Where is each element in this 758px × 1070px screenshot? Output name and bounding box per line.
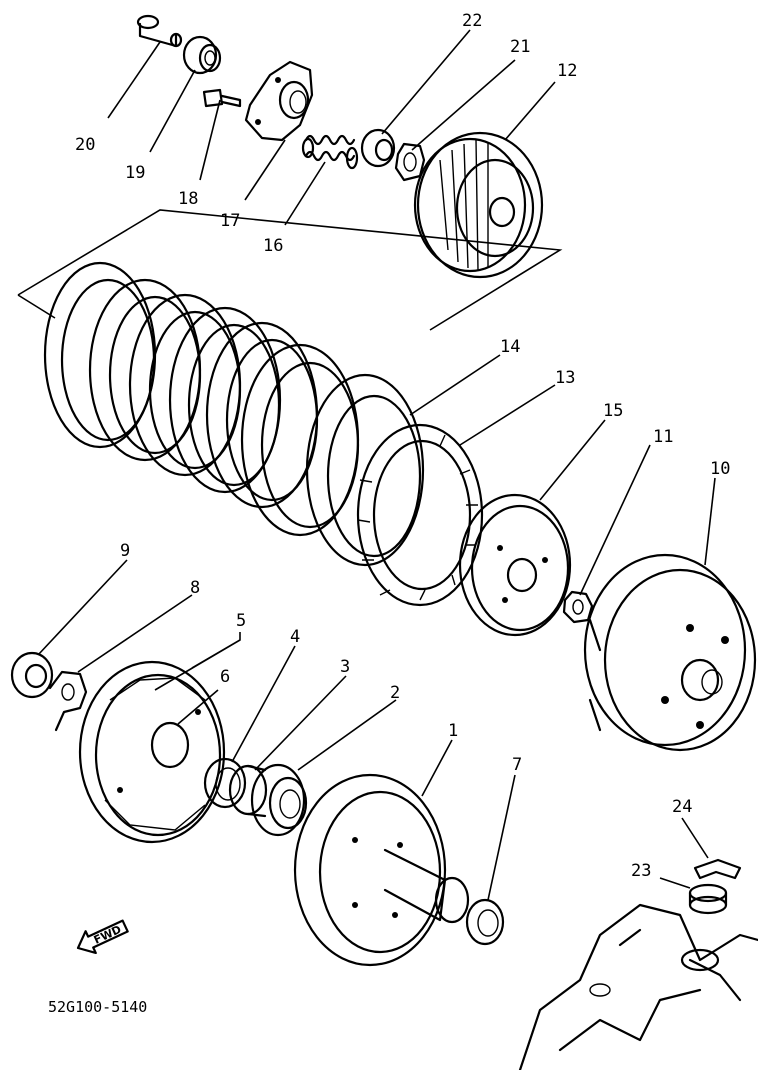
plate-group-bracket xyxy=(17,209,563,331)
fwd-arrow-icon: FWD xyxy=(76,919,129,955)
part-21-lock-washer xyxy=(394,142,426,182)
part-10-clutch-housing xyxy=(583,553,757,752)
callout-3: 3 xyxy=(340,657,350,677)
part-14-friction-plate xyxy=(305,373,425,567)
callout-5: 5 xyxy=(236,611,246,631)
callout-23: 23 xyxy=(631,861,651,881)
callout-22: 22 xyxy=(462,11,482,31)
part-22-nut xyxy=(360,128,396,168)
callout-4: 4 xyxy=(290,627,300,647)
diagram-code: 52G100-5140 xyxy=(48,998,147,1016)
part-1-clutch-drum xyxy=(293,773,470,967)
leader-lines xyxy=(37,29,716,901)
part-18-screw xyxy=(202,88,242,108)
part-4-circlip xyxy=(203,757,247,809)
part-3-collar xyxy=(228,764,268,818)
callout-13: 13 xyxy=(555,368,575,388)
part-20-bolt xyxy=(136,14,183,48)
callout-24: 24 xyxy=(672,797,692,817)
callout-15: 15 xyxy=(603,401,623,421)
callout-7: 7 xyxy=(512,755,522,775)
callout-9: 9 xyxy=(120,541,130,561)
part-13-friction-ring xyxy=(356,423,484,607)
callout-10: 10 xyxy=(710,459,730,479)
part-5-6-clutch-shoe-assembly xyxy=(78,660,226,844)
callout-12: 12 xyxy=(557,61,577,81)
part-12-clutch-boss xyxy=(413,131,544,279)
callout-6: 6 xyxy=(220,667,230,687)
callout-2: 2 xyxy=(390,683,400,703)
part-2-one-way-bearing xyxy=(250,763,308,837)
part-19-bearing xyxy=(182,35,222,75)
callout-11: 11 xyxy=(653,427,673,447)
callout-20: 20 xyxy=(75,135,95,155)
callout-labels: 20 19 18 17 16 22 21 12 14 13 15 11 10 9… xyxy=(75,11,730,881)
part-17-pressure-plate-small xyxy=(244,60,314,142)
callout-8: 8 xyxy=(190,578,200,598)
callout-16: 16 xyxy=(263,236,283,256)
callout-18: 18 xyxy=(178,189,198,209)
callout-19: 19 xyxy=(125,163,145,183)
part-11-circlip xyxy=(562,590,594,624)
callout-17: 17 xyxy=(220,211,240,231)
part-23-cap xyxy=(688,883,728,915)
callout-1: 1 xyxy=(448,721,458,741)
callout-14: 14 xyxy=(500,337,520,357)
part-15-pressure-plate xyxy=(458,493,572,637)
part-16-spring xyxy=(301,134,359,170)
clutch-plate-stack xyxy=(43,261,360,537)
callout-21: 21 xyxy=(510,37,530,57)
crankcase-fragment xyxy=(518,903,758,1070)
part-9-washer xyxy=(10,651,54,699)
part-24-clip xyxy=(693,858,742,880)
part-7-thrust-washer xyxy=(465,898,505,946)
part-8-lock-washer xyxy=(48,670,88,732)
